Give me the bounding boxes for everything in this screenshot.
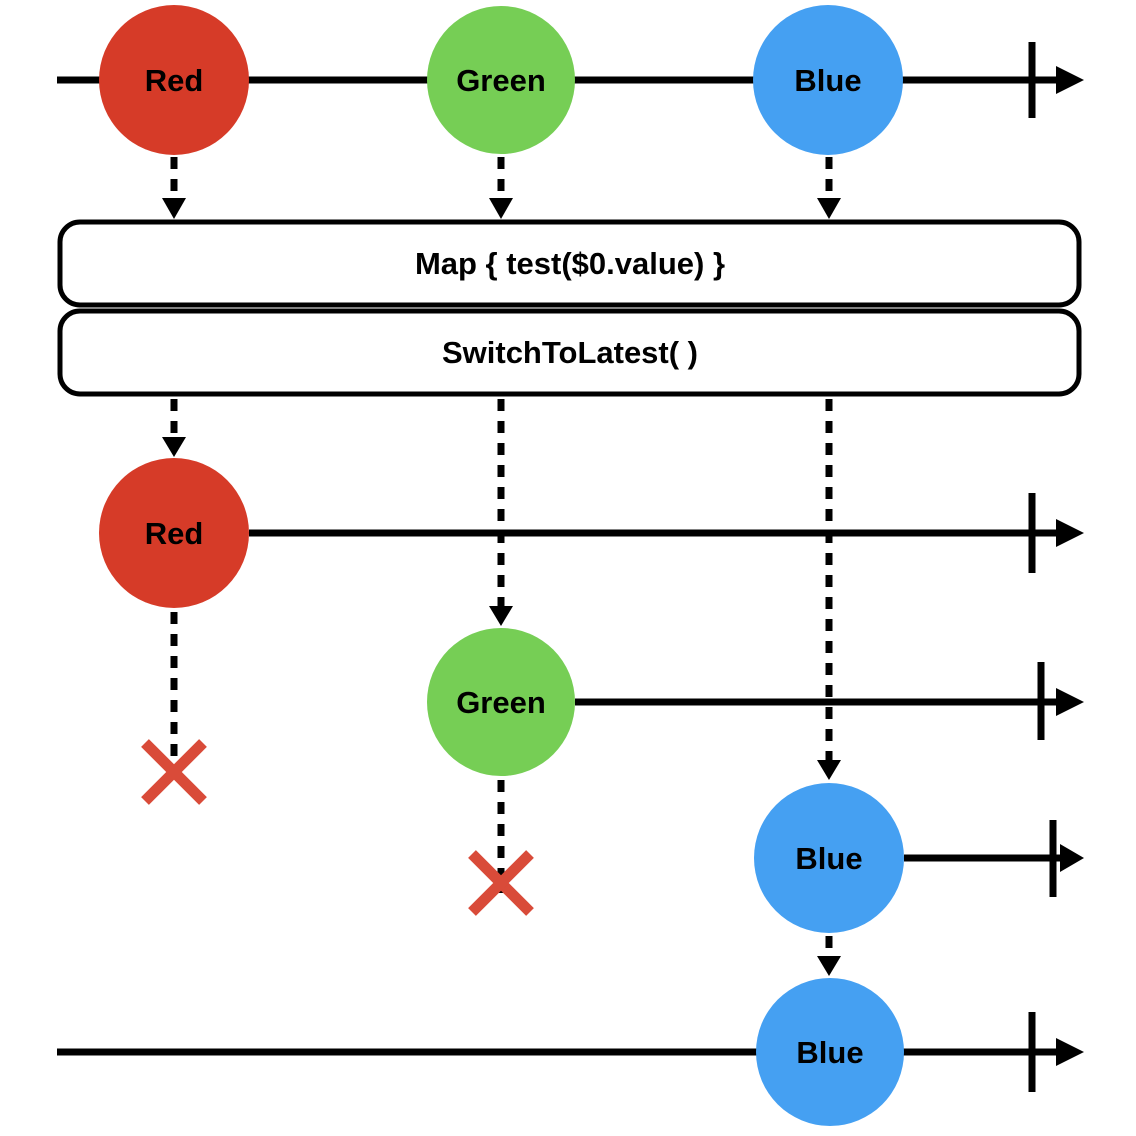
red-stream-cancel-x-icon	[141, 739, 207, 805]
map-operator-label: Map { test($0.value) }	[415, 246, 725, 281]
red-marble-label: Red	[145, 63, 204, 98]
green-cancel-x-stroke	[468, 850, 534, 916]
map-operator-rect	[57, 219, 1082, 308]
blue-marble-label: Blue	[794, 63, 861, 98]
input-event-red: Red	[99, 5, 249, 155]
red-stream: Red	[99, 399, 1084, 805]
green-stream-cancel-x-icon	[468, 850, 534, 916]
switch-to-blue-arrowhead-icon	[817, 760, 841, 780]
switch-to-green-arrowhead-icon	[489, 606, 513, 626]
blue-stream-arrowhead-icon	[1060, 844, 1084, 872]
blue-stream-marble	[754, 783, 904, 933]
switch-to-red-arrowhead-icon	[162, 437, 186, 457]
green-marble	[427, 6, 575, 154]
blue-stream: Blue	[754, 399, 1084, 976]
output-timeline-arrowhead-icon	[1056, 1038, 1084, 1066]
map-operator-box: Map { test($0.value) }	[57, 219, 1082, 308]
switch-to-latest-operator-box: SwitchToLatest( )	[57, 308, 1082, 397]
green-to-map-arrowhead-icon	[489, 198, 513, 219]
output-blue-marble	[756, 978, 904, 1126]
input-event-blue: Blue	[753, 5, 903, 155]
output-timeline: Blue	[57, 978, 1084, 1126]
input-event-green: Green	[427, 6, 575, 154]
red-marble	[99, 5, 249, 155]
green-stream-marble-label: Green	[456, 685, 546, 720]
blue-to-output-arrowhead-icon	[817, 956, 841, 976]
switch-to-latest-operator-rect	[57, 308, 1082, 397]
red-stream-marble	[99, 458, 249, 608]
input-to-map-arrows	[162, 157, 841, 219]
red-to-map-arrowhead-icon	[162, 198, 186, 219]
switch-to-latest-operator-label: SwitchToLatest( )	[442, 335, 698, 370]
blue-to-map-arrowhead-icon	[817, 198, 841, 219]
green-stream-arrowhead-icon	[1056, 688, 1084, 716]
red-cancel-x-stroke	[141, 739, 207, 805]
blue-marble	[753, 5, 903, 155]
output-blue-marble-label: Blue	[796, 1035, 863, 1070]
blue-stream-marble-label: Blue	[795, 841, 862, 876]
input-timeline-arrowhead-icon	[1056, 66, 1084, 94]
green-stream-marble	[427, 628, 575, 776]
green-marble-label: Green	[456, 63, 546, 98]
red-stream-marble-label: Red	[145, 516, 204, 551]
green-stream: Green	[427, 399, 1084, 916]
red-stream-arrowhead-icon	[1056, 519, 1084, 547]
